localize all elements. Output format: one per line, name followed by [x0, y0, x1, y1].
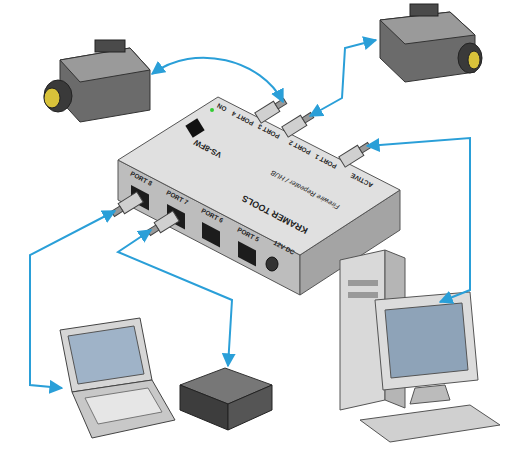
firewire-cables: [30, 40, 470, 388]
firewire-cable: [118, 230, 232, 366]
port-label: ON: [216, 102, 228, 112]
camcorder: [380, 4, 482, 82]
camera-lens-glass: [44, 88, 60, 108]
firewire-cable: [367, 138, 470, 302]
port-label: PORT 3: [257, 123, 281, 140]
cable-plug: [339, 140, 372, 167]
device-label: Firewire Repeater / HUB: [270, 169, 341, 211]
firewire-cable: [152, 58, 283, 102]
camera-lens-glass: [468, 51, 480, 69]
camera-top: [380, 12, 475, 44]
camera-lens: [458, 43, 482, 73]
cable-plug: [146, 211, 179, 238]
port-label: PORT 6: [200, 208, 224, 225]
port-label: PORT 8: [129, 171, 153, 188]
camera-lens: [44, 80, 72, 112]
brand-logo: [185, 118, 204, 137]
firewire-cable: [310, 40, 376, 116]
camera-viewfinder: [95, 40, 125, 52]
device-label: KRAMER TOOLS: [241, 193, 310, 235]
dc-jack: [266, 257, 278, 271]
device-label: VS-8FW: [193, 137, 224, 158]
desktop-pc: [340, 250, 500, 442]
port-label: PORT 5: [236, 227, 260, 244]
monitor-stand: [410, 385, 450, 404]
pc-drive: [348, 280, 378, 286]
camera-top: [60, 48, 150, 82]
port-label: PORT 2: [288, 139, 312, 156]
monitor-screen: [385, 303, 468, 378]
cable-plug: [282, 110, 315, 137]
camcorder: [44, 40, 150, 122]
keyboard: [360, 405, 500, 442]
firewire-port: [238, 241, 256, 266]
pc-drive: [348, 292, 378, 298]
port-label: PORT 7: [165, 190, 189, 207]
camera-body: [60, 48, 150, 122]
camera-body: [380, 12, 475, 82]
device-side: [228, 385, 272, 430]
laptop-keyboard: [85, 388, 162, 424]
firewire-cable: [30, 211, 115, 388]
firewire-port: [202, 222, 220, 247]
cable-plug: [255, 96, 288, 123]
laptop-screen: [68, 326, 144, 384]
hub-top-face: [118, 97, 400, 255]
port-label: ACTIVE: [350, 172, 374, 189]
storage-device: [180, 368, 272, 430]
port-label: 12V DC: [272, 240, 295, 256]
device-front: [180, 385, 228, 430]
laptop-base: [72, 380, 175, 438]
cable-plug: [110, 192, 143, 219]
status-led: [210, 108, 214, 112]
monitor: [375, 292, 478, 390]
port-label: PORT 1: [314, 153, 338, 170]
camera-viewfinder: [410, 4, 438, 16]
laptop: [60, 318, 175, 438]
laptop-lid: [60, 318, 152, 392]
port-label: PORT 4: [231, 110, 255, 127]
